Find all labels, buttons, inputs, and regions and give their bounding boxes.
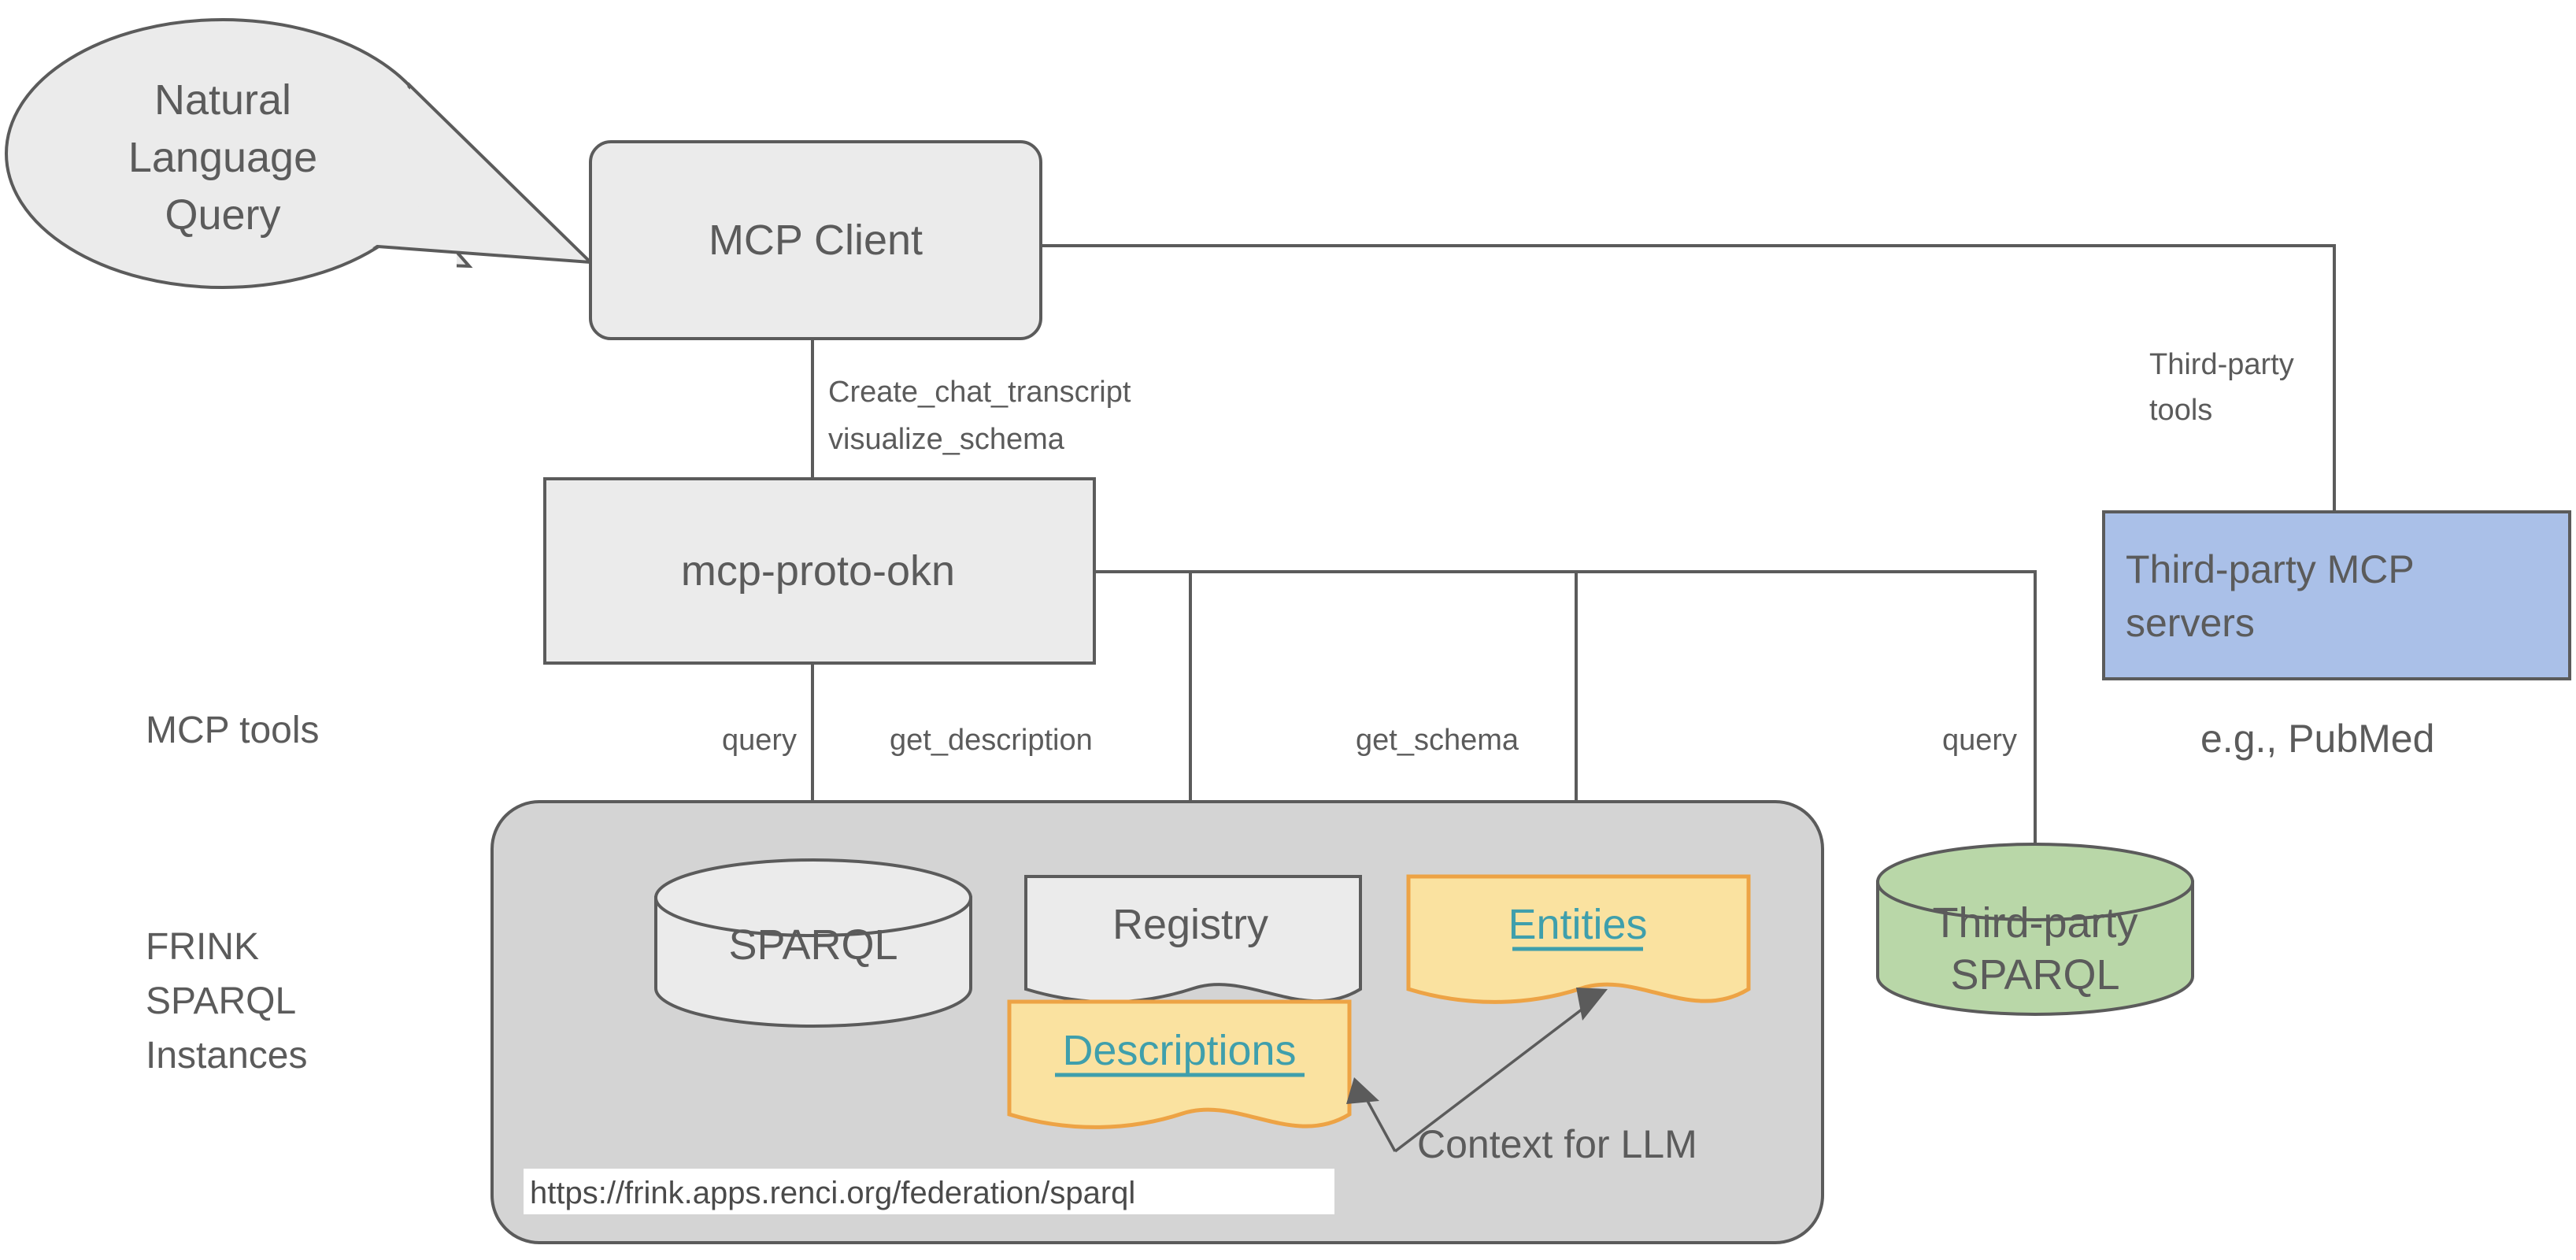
arrowhead-to-descriptions [1346, 1077, 1379, 1104]
annotation-context-for-llm: Context for LLM [1417, 1122, 1697, 1166]
edge-label-get-description: get_description [890, 724, 1093, 757]
third-party-mcp-servers-box[interactable] [2102, 510, 2571, 680]
edge-label-third-party-tools-line-2: tools [2149, 394, 2212, 427]
third-party-sparql-top [1876, 843, 2194, 921]
edge-label-third-party-tools-line-1: Third-party [2149, 348, 2294, 381]
descriptions-document[interactable] [1007, 999, 1352, 1129]
arrow-line-to-entities [1393, 995, 1600, 1153]
natural-language-query-bubble-group [0, 0, 595, 315]
row-label-mcp-tools: MCP tools [146, 710, 320, 751]
edge-label-query-right: query [1942, 724, 2017, 757]
sparql-cylinder-top [654, 858, 972, 937]
row-label-frink-line-2: SPARQL [146, 980, 296, 1022]
edge-label-query-left: query [722, 724, 797, 757]
third-party-sparql-line-1: Third-party [1932, 899, 2137, 947]
edge-label-visualize-schema: visualize_schema [828, 423, 1065, 456]
connector-mcp-client-to-third-party-servers [1041, 244, 2336, 512]
entities-link-label[interactable]: Entities [1508, 901, 1647, 948]
frink-endpoint-url[interactable]: https://frink.apps.renci.org/federation/… [530, 1176, 1135, 1210]
annotation-eg-pubmed: e.g., PubMed [2200, 717, 2434, 761]
bubble-ellipse-inner [9, 22, 437, 285]
registry-label: Registry [1112, 901, 1268, 948]
connector-trunk-to-third-party-sparql [1094, 570, 2037, 854]
edge-label-create-chat-transcript: Create_chat_transcript [828, 376, 1131, 409]
mcp-client-box[interactable] [589, 140, 1042, 340]
row-label-frink-line-3: Instances [146, 1035, 307, 1077]
third-party-mcp-servers-line-1: Third-party MCP [2126, 547, 2415, 591]
row-label-frink-line-1: FRINK [146, 926, 259, 968]
edge-label-get-schema: get_schema [1356, 724, 1519, 757]
natural-language-query-line-3: Query [165, 191, 280, 239]
natural-language-query-line-1: Natural [154, 76, 291, 124]
mcp-client-label: MCP Client [709, 217, 923, 264]
sparql-label: SPARQL [728, 921, 898, 969]
natural-language-query-line-2: Language [128, 134, 317, 181]
context-for-llm-arrows [1346, 988, 1608, 1153]
sparql-cylinder[interactable] [654, 858, 972, 1028]
third-party-sparql-line-2: SPARQL [1950, 951, 2119, 999]
third-party-sparql-cylinder[interactable] [1876, 843, 2194, 1016]
arrowhead-to-entities [1576, 988, 1608, 1021]
mcp-proto-okn-box[interactable] [543, 477, 1096, 665]
third-party-mcp-servers-line-2: servers [2126, 601, 2255, 645]
mcp-proto-okn-label: mcp-proto-okn [681, 547, 955, 595]
frink-endpoint-url-plate [524, 1169, 1334, 1214]
descriptions-link-label[interactable]: Descriptions [1062, 1027, 1296, 1074]
